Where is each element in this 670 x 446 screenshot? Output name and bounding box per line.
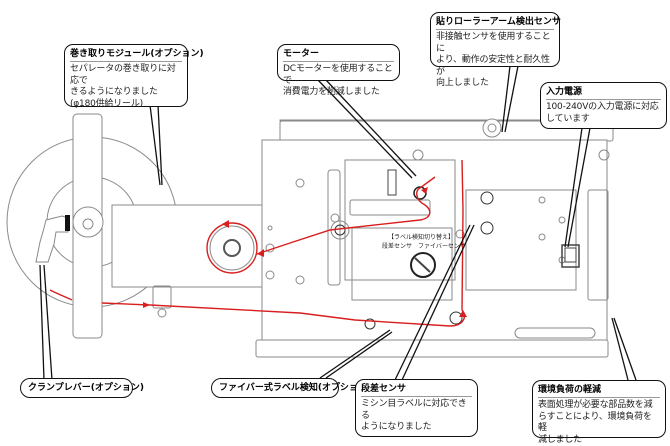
callout-body: 非接触センサを使用することに より、動作の安定性と耐久性が 向上しました xyxy=(436,32,551,88)
arm-sensor-wheel-hub xyxy=(487,123,497,133)
main-housing xyxy=(261,139,608,341)
web-arrow-icon xyxy=(143,187,467,317)
callout-fiber-sensor: ファイバー式ラベル検知(オプション) xyxy=(211,378,372,398)
screw xyxy=(598,149,610,161)
screw xyxy=(538,233,546,241)
arm-sensor-wheel xyxy=(482,118,502,138)
callout-step-sensor: 段差センサ ミシン目ラベルに対応できる ようになりました xyxy=(355,379,478,437)
motor-spring xyxy=(387,169,397,196)
base-plate xyxy=(255,339,609,358)
power-switch xyxy=(561,244,580,268)
selector-knob xyxy=(410,252,436,278)
callout-clamp-lever: クランプレバー(オプション) xyxy=(20,378,144,398)
sensor-roller-bottom xyxy=(480,221,494,235)
callout-body: 100-240Vの入力電源に対応 しています xyxy=(546,102,659,124)
screw xyxy=(412,149,424,161)
inner-panel xyxy=(344,159,456,281)
reel-hub xyxy=(72,206,104,238)
callout-title: 環境負荷の軽減 xyxy=(538,384,660,398)
right-slide-plate xyxy=(587,189,609,301)
callout-title: 巻き取りモジュール(オプション) xyxy=(70,48,204,62)
callout-eco: 環境負荷の軽減 表面処理が必要な部品数を減 らすことにより、環境負荷を軽 減しま… xyxy=(532,380,666,445)
screw xyxy=(295,275,305,285)
callout-power-input: 入力電源 100-240Vの入力電源に対応 しています xyxy=(540,82,667,129)
leader-lines xyxy=(39,65,637,381)
rewind-spindle-outer xyxy=(209,225,255,271)
callout-motor: モーター DCモーターを使用することで 消費電力を削減しました xyxy=(277,44,400,97)
reel-hub-center xyxy=(82,218,94,230)
screw xyxy=(538,196,546,204)
arm-roller-mount xyxy=(349,199,431,216)
lower-roller xyxy=(364,318,376,330)
callout-rewind-module: 巻き取りモジュール(オプション) セパレータの巻き取りに対応で きるようになりま… xyxy=(64,44,204,109)
screw xyxy=(558,216,566,224)
label-switch-title: 【ラベル検知切り替え】 xyxy=(388,234,455,241)
callout-title: モーター xyxy=(283,48,394,62)
rewind-arm-bracket xyxy=(152,285,172,309)
callout-body: 表面処理が必要な部品数を減 らすことにより、環境負荷を軽 減しました xyxy=(538,400,653,445)
screw xyxy=(295,178,305,188)
screw xyxy=(267,225,273,231)
rewind-spindle-inner xyxy=(223,239,241,257)
sensor-block xyxy=(465,189,577,291)
web-path xyxy=(49,159,466,327)
screw xyxy=(265,270,275,280)
label-switch-step-sensor: 段差センサ xyxy=(382,243,413,250)
rewind-guide-roller xyxy=(157,308,167,318)
sensor-roller-top xyxy=(480,191,494,205)
callout-body: セパレータの巻き取りに対応で きるようになりました (φ180供給リール) xyxy=(70,64,176,109)
callout-arm-sensor: 貼りローラーアーム検出センサ 非接触センサを使用することに より、動作の安定性と… xyxy=(430,12,561,88)
callout-title: 入力電源 xyxy=(546,86,661,100)
callout-body: ミシン目ラベルに対応できる ようになりました xyxy=(361,399,467,432)
callout-title: 段差センサ xyxy=(361,383,472,397)
callout-title: 貼りローラーアーム検出センサ xyxy=(436,16,561,30)
callout-body: DCモーターを使用することで 消費電力を削減しました xyxy=(283,64,393,97)
callout-title: ファイバー式ラベル検知(オプション) xyxy=(219,383,372,393)
peel-roller xyxy=(449,311,463,325)
left-arm-plate xyxy=(327,169,341,286)
screw xyxy=(455,229,465,239)
sensor-plate xyxy=(351,227,453,301)
dispense-bar xyxy=(514,327,596,339)
callout-title: クランプレバー(オプション) xyxy=(28,383,144,393)
clamp-lever xyxy=(35,215,70,263)
label-switch-fiber-sensor: ファイバーセンサ xyxy=(418,243,466,250)
